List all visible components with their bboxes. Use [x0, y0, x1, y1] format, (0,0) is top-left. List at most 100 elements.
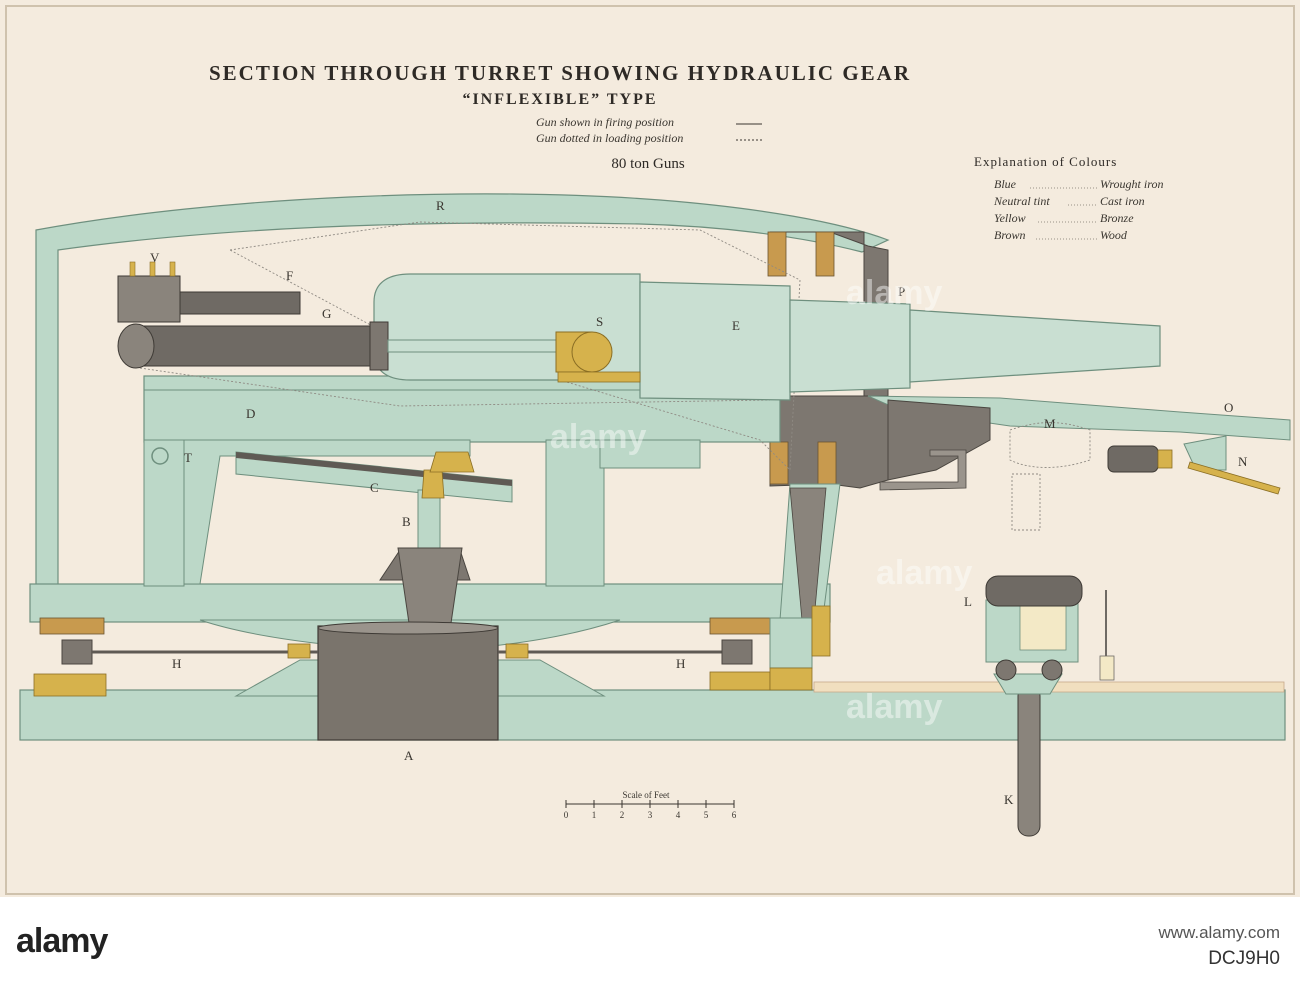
roller-pad-right-bottom — [709, 671, 771, 691]
label-H-right: H — [676, 656, 685, 671]
scale-title: Scale of Feet — [623, 790, 670, 800]
cylinder-gland — [369, 321, 389, 371]
slide-leg-front — [545, 439, 605, 587]
roller-pad-right-top — [709, 617, 771, 635]
label-E: E — [732, 318, 740, 333]
label-B: B — [402, 514, 411, 529]
slide-bracket — [599, 439, 701, 469]
valve-stem-1 — [129, 261, 136, 277]
note-firing: Gun shown in firing position — [536, 115, 674, 129]
scale-tick-3: 3 — [648, 810, 653, 820]
hoist-weight — [1099, 655, 1115, 681]
label-L: L — [964, 594, 972, 609]
trunnion-T — [151, 447, 169, 465]
label-P: P — [898, 284, 905, 299]
valve-box — [117, 275, 181, 323]
scale-tick-0: 0 — [564, 810, 569, 820]
guns-label: 80 ton Guns — [611, 156, 685, 172]
projectile — [1019, 605, 1067, 651]
diagram-title: SECTION THROUGH TURRET SHOWING HYDRAULIC… — [209, 61, 911, 85]
label-S: S — [596, 314, 603, 329]
hoist-wheel-1 — [995, 659, 1017, 681]
legend-name-neutral: Neutral tint — [993, 194, 1050, 208]
watermark-4: alamy — [846, 688, 942, 726]
hoist-ram-K — [1017, 685, 1041, 837]
stock-footer — [0, 897, 1300, 982]
press-head — [421, 469, 445, 499]
label-D: D — [246, 406, 255, 421]
gun-loading-outline — [228, 221, 801, 472]
label-H-left: H — [172, 656, 181, 671]
roller-pad-left-top — [39, 617, 105, 635]
label-T: T — [184, 450, 192, 465]
recoil-cylinder — [141, 325, 379, 367]
label-M: M — [1044, 416, 1056, 431]
label-F: F — [286, 268, 293, 283]
rammer-bracket-N — [1183, 435, 1227, 471]
valve-stem-2 — [149, 261, 156, 277]
roller-left — [61, 639, 93, 665]
slide-loading-outline — [139, 367, 771, 407]
deck-beam — [19, 689, 1286, 741]
scale-tick-5: 5 — [704, 810, 709, 820]
wood-backing-4 — [817, 441, 837, 485]
scale-of-feet: Scale of Feet 0 1 2 3 4 5 6 — [564, 790, 737, 820]
cartridge — [985, 575, 1083, 607]
stock-logo: alamy — [16, 922, 108, 960]
legend-name-brown: Brown — [994, 228, 1026, 242]
loading-pipe — [879, 449, 967, 491]
label-G: G — [322, 306, 331, 321]
roller-pad-left-bottom — [33, 673, 107, 697]
stock-url[interactable]: www.alamy.com — [1158, 923, 1280, 942]
slide-leg-rear — [143, 439, 185, 587]
cylinder-end — [117, 323, 155, 369]
colour-legend: Explanation of Colours Blue Wrought iron… — [974, 154, 1163, 242]
hoist-loading-outline — [1011, 473, 1041, 531]
wood-backing-3 — [769, 441, 789, 485]
scale-tick-4: 4 — [676, 810, 681, 820]
watermark-1: alamy — [846, 274, 942, 312]
label-V: V — [150, 250, 160, 265]
pivot-top — [317, 621, 499, 635]
legend-material-wrought-iron: Wrought iron — [1100, 177, 1163, 191]
central-pivot — [317, 625, 499, 741]
label-N: N — [1238, 454, 1248, 469]
rammer-head — [1107, 445, 1159, 473]
bronze-stop — [811, 605, 831, 657]
legend-material-wood: Wood — [1100, 228, 1128, 242]
label-O: O — [1224, 400, 1233, 415]
roller-right — [721, 639, 753, 665]
piston-rod — [387, 339, 561, 353]
rammer-collar — [1157, 449, 1173, 469]
legend-heading: Explanation of Colours — [974, 154, 1117, 169]
diagram-subtitle: “INFLEXIBLE” TYPE — [462, 91, 657, 108]
gun-body — [639, 281, 791, 401]
axle-collar-right — [505, 643, 529, 659]
legend-name-yellow: Yellow — [994, 211, 1026, 225]
press-rod — [417, 489, 441, 551]
rammer-rod — [1187, 461, 1281, 495]
legend-material-bronze: Bronze — [1100, 211, 1134, 225]
turret-roof — [35, 193, 890, 602]
watermark-3: alamy — [876, 554, 972, 592]
wood-backing-2 — [815, 231, 835, 277]
gun-muzzle — [909, 309, 1161, 383]
scale-tick-1: 1 — [592, 810, 597, 820]
bronze-pad — [769, 667, 813, 691]
label-C: C — [370, 480, 379, 495]
watermark-2: alamy — [550, 418, 646, 456]
valve-stem-3 — [169, 261, 176, 277]
stock-image-id: DCJ9H0 — [1208, 948, 1280, 969]
label-R: R — [436, 198, 445, 213]
scale-tick-6: 6 — [732, 810, 737, 820]
hoist-wheel-2 — [1041, 659, 1063, 681]
label-A: A — [404, 748, 414, 763]
lever-web — [236, 452, 512, 486]
axle-collar-left — [287, 643, 311, 659]
lever-pivot — [429, 451, 475, 473]
gun-chase — [789, 299, 911, 393]
legend-material-cast-iron: Cast iron — [1100, 194, 1145, 208]
roller-bracket — [769, 617, 813, 669]
legend-name-blue: Blue — [994, 177, 1017, 191]
